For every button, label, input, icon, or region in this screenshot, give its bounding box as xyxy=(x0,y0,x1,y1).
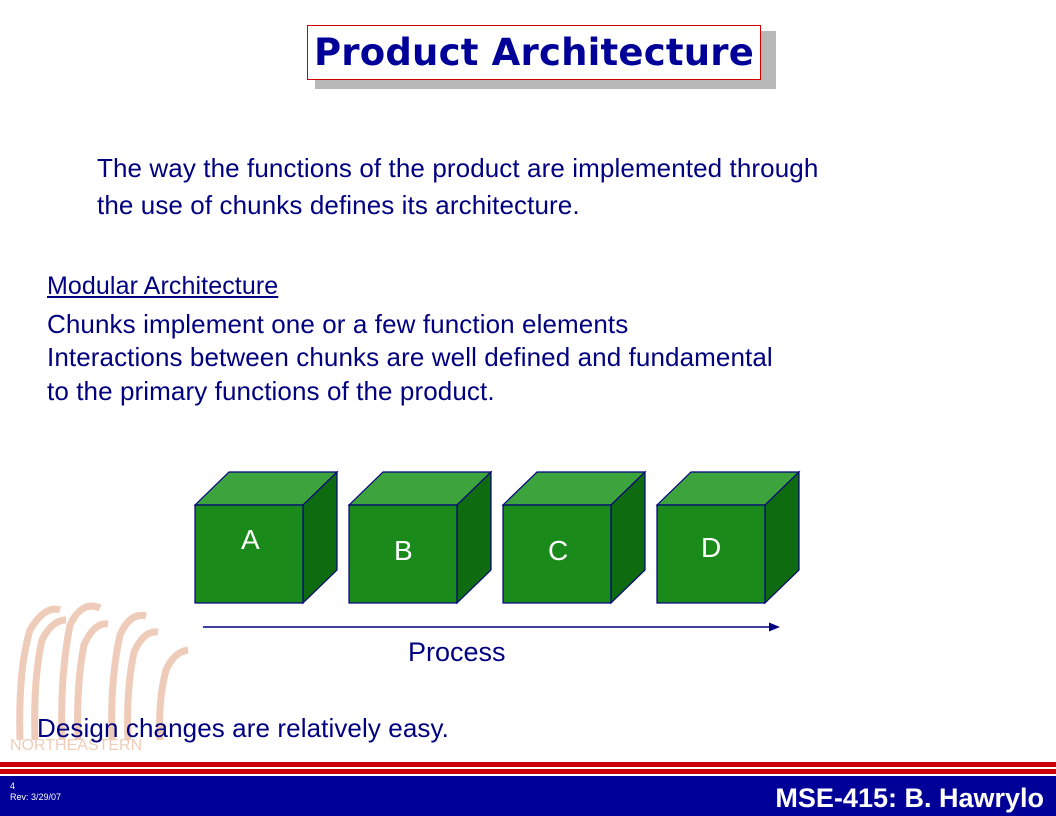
chunk-label: A xyxy=(241,524,260,555)
chunk-label: C xyxy=(548,535,568,566)
slide-number: 4 xyxy=(10,781,16,791)
page-title: Product Architecture xyxy=(313,31,755,74)
northeastern-watermark-logo: NORTHEASTERN xyxy=(10,602,189,754)
slide-number-block: 4 Rev: 3/29/07 xyxy=(10,781,61,803)
footer-red-stripe-1 xyxy=(0,762,1056,767)
chunk-front-face xyxy=(348,504,458,604)
footer-red-stripe-2 xyxy=(0,769,1056,774)
modular-line-2: Interactions between chunks are well def… xyxy=(47,342,773,372)
modular-heading: Modular Architecture xyxy=(47,272,279,300)
chunk-c: C xyxy=(501,470,647,605)
chunk-label: B xyxy=(394,535,413,566)
process-arrow-head xyxy=(769,622,780,632)
intro-line-2: the use of chunks defines its architectu… xyxy=(97,190,580,220)
chunk-a: A xyxy=(193,470,339,605)
intro-line-1: The way the functions of the product are… xyxy=(97,153,819,183)
modular-line-3: to the primary functions of the product. xyxy=(47,376,495,406)
chunk-b: B xyxy=(347,470,493,605)
chunk-front-face xyxy=(194,504,304,604)
process-label: Process xyxy=(408,637,506,667)
footer-bar xyxy=(0,776,1056,816)
modular-line-1: Chunks implement one or a few function e… xyxy=(47,309,629,339)
title-box: Product Architecture xyxy=(307,25,761,80)
chunk-d: D xyxy=(655,470,801,605)
revision-date: Rev: 3/29/07 xyxy=(10,792,62,802)
svg-text:NORTHEASTERN: NORTHEASTERN xyxy=(10,737,142,754)
chunk-label: D xyxy=(701,532,721,563)
chunk-front-face xyxy=(656,504,766,604)
conclusion-text: Design changes are relatively easy. xyxy=(37,713,450,743)
chunk-front-face xyxy=(502,504,612,604)
course-label: MSE-415: B. Hawrylo xyxy=(775,783,1044,813)
